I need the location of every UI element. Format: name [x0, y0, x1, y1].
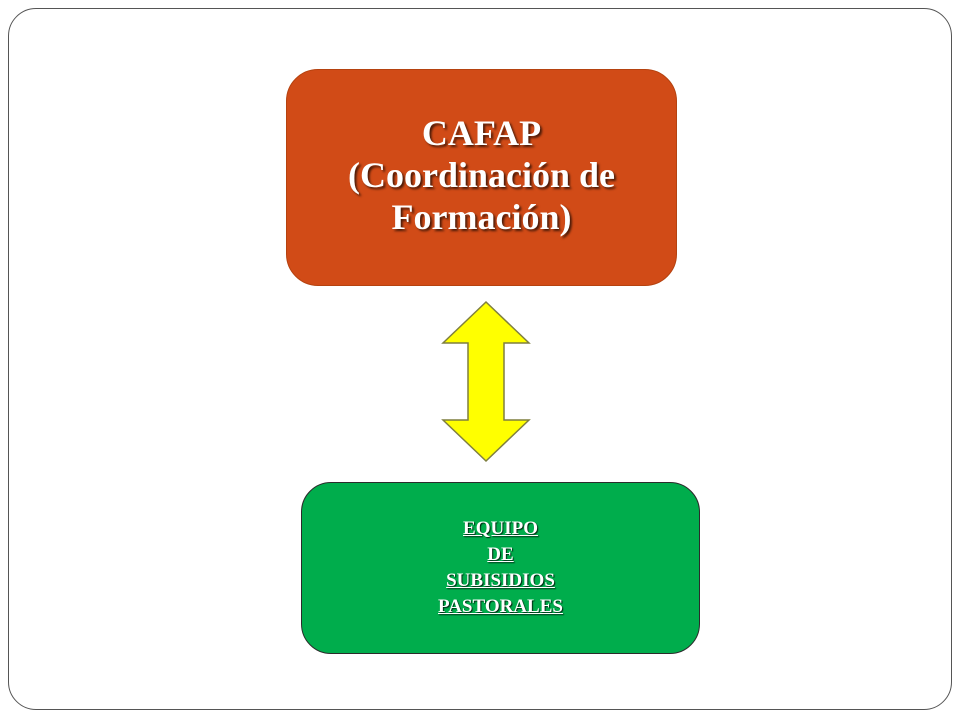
cafap-box-line-1: CAFAP: [421, 112, 542, 153]
equipo-box-line-4: PASTORALES: [438, 596, 563, 617]
double-arrow-shape: [441, 300, 531, 463]
slide-frame: CAFAP (Coordinación de Formación) EQUIPO…: [8, 8, 952, 710]
double-vertical-arrow-icon: [441, 300, 531, 463]
cafap-box: CAFAP (Coordinación de Formación): [286, 69, 677, 286]
equipo-box-line-3: SUBISIDIOS: [446, 570, 555, 591]
equipo-box-line-1: EQUIPO: [463, 518, 538, 539]
cafap-box-line-2: (Coordinación de: [347, 154, 615, 195]
equipo-box: EQUIPO DE SUBISIDIOS PASTORALES: [301, 482, 700, 654]
cafap-box-line-3: Formación): [391, 196, 572, 237]
equipo-box-line-2: DE: [487, 544, 514, 565]
